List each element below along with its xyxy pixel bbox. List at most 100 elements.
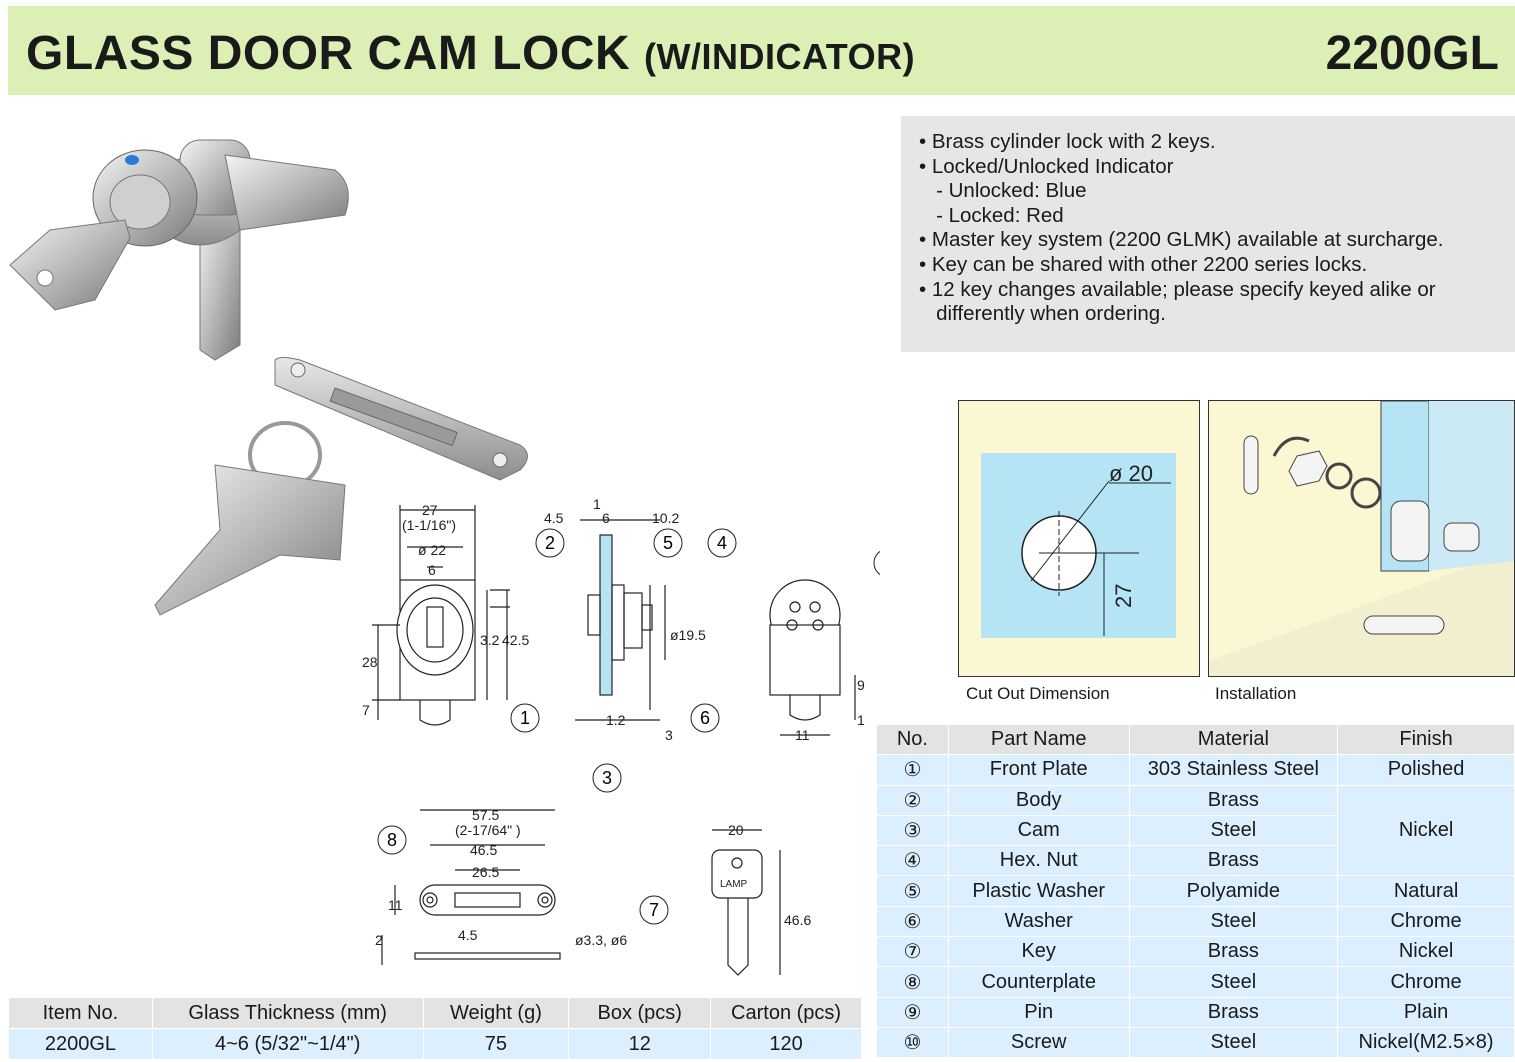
part-material: Brass xyxy=(1128,845,1339,877)
part-no: ② xyxy=(876,784,949,816)
back-view-drawing xyxy=(769,579,856,736)
part-no: ⑥ xyxy=(876,905,949,938)
part-no: ⑤ xyxy=(876,875,949,907)
svg-text:9: 9 xyxy=(857,677,865,693)
spec-header-glass: Glass Thickness (mm) xyxy=(151,997,424,1029)
key-drawing xyxy=(711,829,781,976)
part-no: ⑦ xyxy=(876,936,949,968)
part-material: Steel xyxy=(1128,966,1339,998)
spec-header-carton: Carton (pcs) xyxy=(710,997,862,1029)
spec-glass-thickness: 4~6 (5/32"~1/4") xyxy=(151,1028,424,1060)
part-finish: Plain xyxy=(1337,996,1515,1028)
part-name: Cam xyxy=(947,814,1130,847)
cutout-caption: Cut Out Dimension xyxy=(966,684,1110,703)
part-material: 303 Stainless Steel xyxy=(1128,754,1339,786)
part-finish: Nickel(M2.5×8) xyxy=(1337,1026,1515,1059)
spec-header-box: Box (pcs) xyxy=(568,997,712,1029)
feature-item: • Locked/Unlocked Indicator xyxy=(919,154,1174,178)
installation-panel xyxy=(1208,400,1515,677)
counterplate-image xyxy=(274,357,528,481)
indicator-dot xyxy=(125,155,139,165)
svg-text:1: 1 xyxy=(857,712,865,728)
svg-text:(2-17/64" ): (2-17/64" ) xyxy=(455,822,521,838)
part-name: Pin xyxy=(947,996,1130,1028)
svg-text:46.6: 46.6 xyxy=(784,912,811,928)
part-name: Body xyxy=(947,784,1130,816)
part-finish: Chrome xyxy=(1337,905,1515,938)
svg-text:4.5: 4.5 xyxy=(544,510,564,526)
table-row: ⑨ Pin Brass Plain xyxy=(876,996,1515,1028)
part-no: ① xyxy=(876,754,949,786)
callout-3: 3 xyxy=(592,763,622,793)
svg-text:20: 20 xyxy=(728,822,744,838)
callout-8: 8 xyxy=(377,825,407,855)
part-name: Plastic Washer xyxy=(947,875,1130,907)
table-row: ④ Hex. Nut Brass xyxy=(876,845,1515,877)
callout-1: 1 xyxy=(510,703,540,733)
product-title-main: GLASS DOOR CAM LOCK xyxy=(26,27,631,80)
cutout-panel: ø 20 27 xyxy=(958,400,1200,677)
svg-text:26.5: 26.5 xyxy=(472,864,499,880)
technical-drawings: 1 2 3 4 5 6 7 8 9 10 27 (1-1/16") ø 22 6… xyxy=(362,496,880,976)
part-material: Polyamide xyxy=(1128,875,1339,907)
svg-text:ø19.5: ø19.5 xyxy=(670,627,706,643)
table-row: ⑩ Screw Steel Nickel(M2.5×8) xyxy=(876,1026,1515,1059)
svg-text:8: 8 xyxy=(387,830,397,850)
svg-text:3: 3 xyxy=(602,768,612,788)
part-no: ⑩ xyxy=(876,1026,949,1059)
parts-header-name: Part Name xyxy=(947,723,1130,756)
part-no: ④ xyxy=(876,845,949,877)
feature-item: differently when ordering. xyxy=(919,302,1166,326)
svg-text:ø 22: ø 22 xyxy=(418,542,446,558)
svg-text:57.5: 57.5 xyxy=(472,807,499,823)
part-name: Hex. Nut xyxy=(947,845,1130,877)
part-finish: Nickel xyxy=(1337,936,1515,968)
spec-box: 12 xyxy=(568,1028,712,1060)
part-finish: Polished xyxy=(1337,754,1515,786)
inserted-key-image xyxy=(9,219,131,311)
feature-item: • Master key system (2200 GLMK) availabl… xyxy=(919,228,1444,252)
svg-text:6: 6 xyxy=(428,562,436,578)
loose-key-image xyxy=(154,421,346,616)
parts-header-finish: Finish xyxy=(1337,723,1515,756)
counterplate-drawing xyxy=(381,809,561,965)
part-finish: Natural xyxy=(1337,875,1515,907)
svg-text:LAMP: LAMP xyxy=(720,879,748,890)
feature-item: • Brass cylinder lock with 2 keys. xyxy=(919,130,1216,153)
part-material: Steel xyxy=(1128,905,1339,938)
part-material: Steel xyxy=(1128,814,1339,847)
table-row: ⑥ Washer Steel Chrome xyxy=(876,905,1515,938)
svg-text:7: 7 xyxy=(362,702,370,718)
spec-weight: 75 xyxy=(422,1028,570,1060)
svg-text:6: 6 xyxy=(602,510,610,526)
part-finish: Nickel xyxy=(1337,784,1515,877)
part-material: Brass xyxy=(1128,784,1339,816)
product-title: GLASS DOOR CAM LOCK (W/INDICATOR) xyxy=(26,26,915,81)
spec-item-no: 2200GL xyxy=(8,1028,153,1060)
svg-text:42.5: 42.5 xyxy=(502,632,529,648)
product-photo xyxy=(9,139,528,616)
svg-text:1: 1 xyxy=(520,708,530,728)
dimension-labels: 27 (1-1/16") ø 22 6 28 7 3.2 42.5 4.5 1 … xyxy=(362,496,865,948)
part-no: ⑨ xyxy=(876,996,949,1028)
spec-header-item: Item No. xyxy=(8,997,153,1029)
parts-table: No. Part Name Material Finish ① Front Pl… xyxy=(876,723,1515,1059)
part-material: Steel xyxy=(1128,1026,1339,1059)
callout-5: 5 xyxy=(653,528,683,558)
spec-carton: 120 xyxy=(710,1028,862,1060)
part-no: ③ xyxy=(876,814,949,847)
part-name: Key xyxy=(947,936,1130,968)
features-list: • Brass cylinder lock with 2 keys. • Loc… xyxy=(901,116,1515,327)
svg-text:6: 6 xyxy=(700,708,710,728)
cutout-diagram: ø 20 27 xyxy=(981,453,1176,638)
callout-2: 2 xyxy=(535,528,565,558)
table-row: ⑧ Counterplate Steel Chrome xyxy=(876,966,1515,998)
features-box: • Brass cylinder lock with 2 keys. • Loc… xyxy=(901,116,1515,352)
callout-7: 7 xyxy=(639,895,669,925)
parts-header-no: No. xyxy=(876,723,949,756)
svg-text:10.2: 10.2 xyxy=(652,510,679,526)
cutout-diameter-label: ø 20 xyxy=(1109,461,1153,486)
side-view-drawing xyxy=(575,519,666,721)
feature-item: - Locked: Red xyxy=(919,203,1064,227)
front-view-drawing xyxy=(372,505,510,726)
